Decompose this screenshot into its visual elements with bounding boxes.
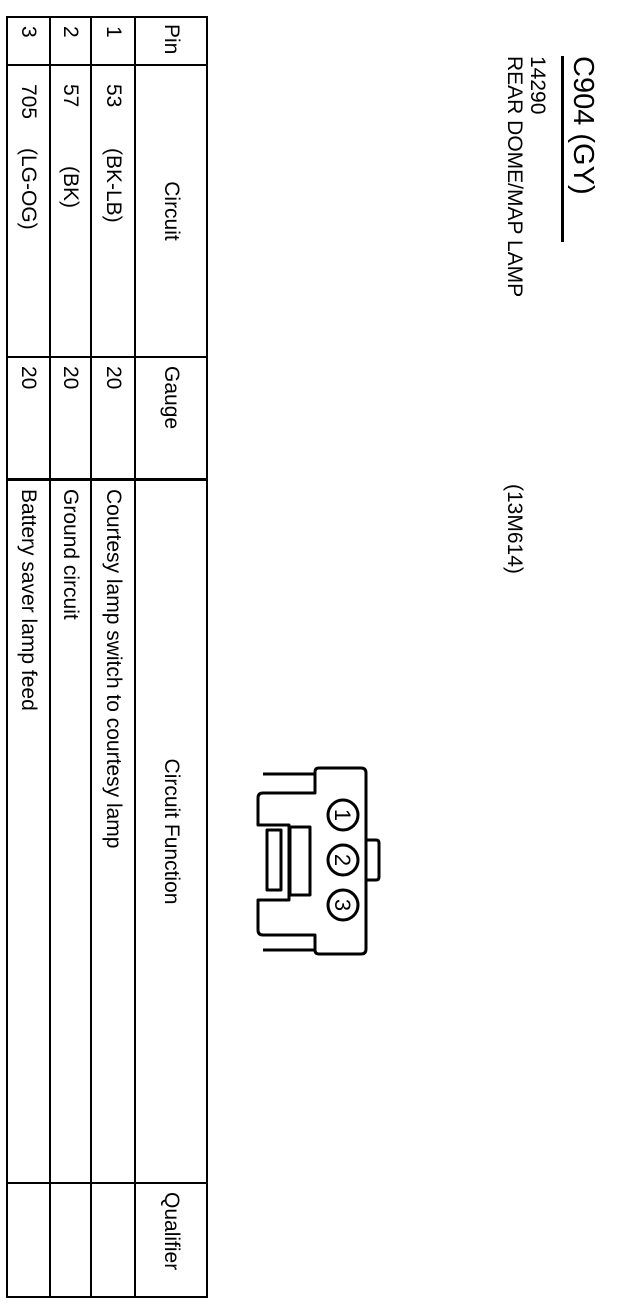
pin-cavity-3: [326, 888, 360, 922]
connector-latch: [288, 825, 312, 897]
header-pin: Pin: [136, 18, 206, 66]
circuit-number: 57: [59, 84, 83, 108]
circuit-function: Courtesy lamp switch to courtesy lamp: [92, 481, 134, 1184]
pin-number: 3: [8, 18, 49, 66]
header-circuit-function: Circuit Function: [136, 481, 206, 1184]
qualifier: [51, 1184, 90, 1296]
pin-label-3: 3: [330, 899, 355, 911]
connector-id: C904 (GY): [567, 56, 599, 195]
circuit-color: (BK-LB): [102, 148, 125, 223]
connector-description: REAR DOME/MAP LAMP: [503, 56, 526, 298]
connector-body-outline: [256, 766, 368, 956]
table-row: 1 53 (BK-LB) 20 Courtesy lamp switch to …: [90, 18, 134, 1296]
part-number: 14290: [526, 56, 549, 115]
connector-description-code: (13M614): [503, 484, 526, 574]
table-row: 2 57 (BK) 20 Ground circuit: [49, 18, 90, 1296]
circuit-number: 53: [102, 84, 125, 108]
pin-label-2: 2: [330, 854, 355, 866]
wire-gauge: 20: [8, 358, 49, 481]
pin-label-1: 1: [330, 809, 355, 821]
connector-id-underline: [561, 56, 564, 242]
circuit-function: Ground circuit: [51, 481, 90, 1184]
circuit-cell: 53 (BK-LB): [92, 66, 134, 358]
qualifier: [8, 1184, 49, 1296]
connector-top-tab: [366, 838, 381, 882]
circuit-cell: 705 (LG-OG): [8, 66, 49, 358]
wire-gauge: 20: [51, 358, 90, 481]
circuit-function: Battery saver lamp feed: [8, 481, 49, 1184]
connector-lower-block: [265, 828, 283, 892]
header-qualifier: Qualifier: [160, 1192, 183, 1271]
pin-number: 1: [92, 18, 134, 66]
pin-table: Pin Circuit Gauge Circuit Function Quali…: [6, 16, 208, 1298]
circuit-color: (LG-OG): [17, 148, 41, 230]
pin-number: 2: [51, 18, 90, 66]
header-gauge: Gauge: [136, 358, 206, 481]
table-header-row: Pin Circuit Gauge Circuit Function Quali…: [134, 18, 206, 1296]
circuit-color: (BK): [59, 166, 83, 208]
header-circuit: Circuit: [136, 66, 206, 358]
pin-cavity-2: [326, 843, 360, 877]
table-row: 3 705 (LG-OG) 20 Battery saver lamp feed: [8, 18, 49, 1296]
circuit-number: 705: [17, 84, 41, 120]
pin-cavity-1: [326, 798, 360, 832]
qualifier: [92, 1184, 134, 1296]
wire-gauge: 20: [92, 358, 134, 481]
connector-face-drawing: 1 2 3: [256, 766, 381, 956]
circuit-cell: 57 (BK): [51, 66, 90, 358]
